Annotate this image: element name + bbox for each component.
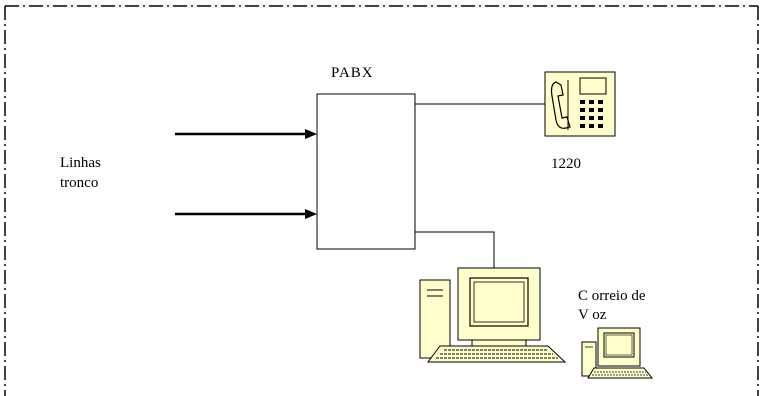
voicemail-label-line2: V oz xyxy=(578,307,607,323)
telephone-icon xyxy=(544,71,616,137)
trunk-arrow-2 xyxy=(175,209,317,219)
trunk-label-line1: Linhas xyxy=(60,155,101,171)
pabx-box xyxy=(316,93,416,250)
trunk-label-line2: tronco xyxy=(60,175,99,191)
computer-connection-line xyxy=(415,231,495,268)
computer-icon xyxy=(419,267,567,363)
phone-extension-label: 1220 xyxy=(551,156,581,172)
voicemail-label-line1: C orreio de xyxy=(578,288,646,304)
trunk-arrow-1 xyxy=(175,129,317,139)
voicemail-computer-icon xyxy=(581,327,654,379)
frame xyxy=(4,5,759,396)
pabx-label: PABX xyxy=(331,65,374,81)
